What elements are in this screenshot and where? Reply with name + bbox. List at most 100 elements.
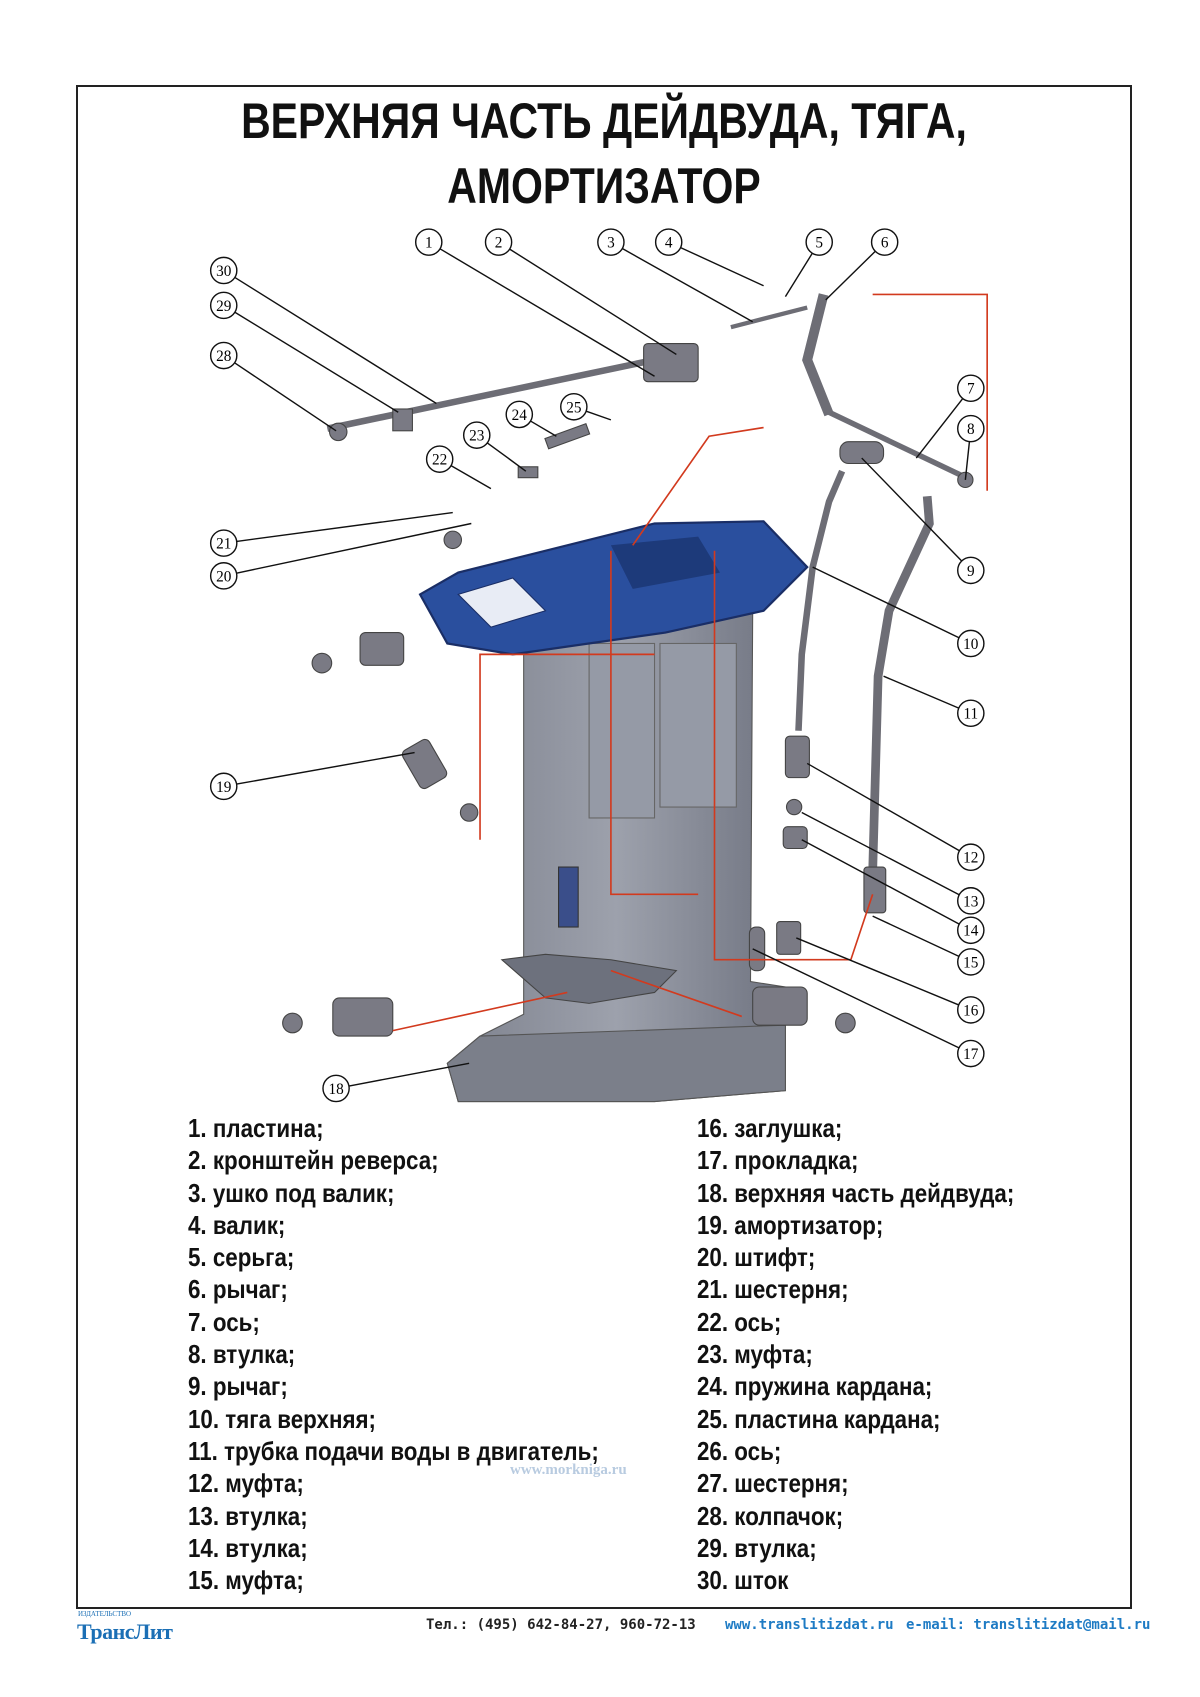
callout-24: 24	[505, 400, 557, 437]
leader-line	[801, 811, 960, 896]
legend-item: 15. муфта;	[188, 1565, 304, 1596]
callout-number: 19	[216, 779, 231, 796]
legend-item: 18. верхняя часть дейдвуда;	[697, 1177, 1015, 1208]
callout-circle	[209, 562, 238, 590]
leader-line	[585, 410, 612, 421]
legend-item: 4. валик;	[188, 1209, 286, 1240]
callout-4: 4	[654, 228, 764, 287]
legend-item: 25. пластина кардана;	[697, 1403, 941, 1434]
callout-7: 7	[915, 374, 985, 459]
leader-line	[812, 566, 960, 639]
callout-number: 1	[425, 235, 433, 252]
callout-number: 8	[967, 421, 975, 438]
callout-circle	[805, 228, 834, 256]
legend-item: 11. трубка подачи воды в двигатель;	[188, 1435, 599, 1466]
publisher-caption: ИЗДАТЕЛЬСТВО	[78, 1610, 132, 1618]
leader-line	[872, 915, 960, 958]
callout-number: 13	[963, 893, 979, 910]
deadwood-upper-part	[446, 610, 786, 1103]
callout-25: 25	[560, 393, 612, 421]
callout-circle	[414, 228, 443, 256]
legend-item: 29. втулка;	[697, 1532, 817, 1563]
leader-line	[234, 276, 437, 405]
leader-line	[801, 839, 960, 925]
leader-line	[509, 248, 677, 356]
callout-22: 22	[425, 445, 492, 490]
rods	[326, 293, 972, 873]
footer-email[interactable]: e-mail: translitizdat@mail.ru	[906, 1617, 1151, 1633]
poster-frame	[76, 85, 1132, 1609]
callout-circle	[425, 445, 454, 473]
callout-circle	[209, 256, 238, 285]
callout-number: 20	[216, 568, 232, 585]
callout-3: 3	[597, 228, 754, 323]
legend-item: 5. серьга;	[188, 1242, 295, 1273]
watermark: www.morkniga.ru	[510, 1462, 627, 1478]
callout-number: 5	[815, 235, 823, 252]
callout-19: 19	[209, 751, 415, 801]
callout-10: 10	[812, 566, 985, 658]
callout-circle	[209, 291, 238, 320]
legend-item: 13. втулка;	[188, 1500, 308, 1531]
callout-20: 20	[209, 522, 472, 590]
callout-circle	[957, 843, 985, 872]
callout-11: 11	[883, 675, 985, 728]
callout-circle	[957, 1039, 985, 1068]
footer-phone: Тел.: (495) 642-84-27, 960-72-13	[426, 1617, 696, 1633]
callout-number: 3	[607, 235, 615, 252]
legend-item: 20. штифт;	[697, 1242, 816, 1273]
footer-website[interactable]: www.translitizdat.ru	[725, 1617, 894, 1633]
leader-line	[680, 246, 764, 287]
callout-28: 28	[209, 341, 337, 432]
leader-line	[234, 311, 399, 413]
callout-number: 30	[216, 263, 232, 280]
leader-line	[439, 248, 655, 377]
leader-line	[486, 442, 527, 472]
callout-number: 10	[963, 636, 979, 653]
callout-circle	[209, 529, 238, 557]
callout-circle	[462, 421, 491, 449]
callout-15: 15	[872, 915, 985, 976]
legend-item: 19. амортизатор;	[697, 1209, 884, 1240]
callout-circle	[597, 228, 625, 256]
callout-number: 12	[963, 850, 978, 867]
callout-circle	[505, 400, 534, 429]
callout-circle	[957, 374, 985, 403]
callout-number: 28	[216, 348, 232, 365]
callout-23: 23	[462, 421, 527, 472]
legend-item: 14. втулка;	[188, 1532, 308, 1563]
legend-item: 30. шток	[697, 1565, 789, 1596]
leader-line	[825, 250, 876, 301]
callout-9: 9	[861, 457, 985, 585]
callout-number: 18	[328, 1081, 344, 1098]
flange-blue	[418, 520, 809, 656]
callout-circle	[322, 1074, 350, 1103]
callout-1: 1	[414, 228, 655, 377]
callout-circle	[957, 699, 985, 728]
callout-circle	[957, 414, 985, 443]
callout-6: 6	[825, 228, 899, 301]
callout-16: 16	[796, 937, 985, 1024]
leader-line	[883, 675, 960, 709]
legend-item: 10. тяга верхняя;	[188, 1403, 376, 1434]
leader-line	[236, 511, 453, 543]
callout-18: 18	[322, 1062, 470, 1103]
leader-line	[861, 457, 963, 562]
callout-number: 21	[216, 536, 231, 553]
callout-number: 6	[881, 235, 889, 252]
callout-21: 21	[209, 511, 453, 557]
callout-number: 24	[512, 407, 528, 424]
callout-number: 17	[963, 1046, 979, 1063]
leader-line	[752, 948, 960, 1049]
callout-number: 22	[432, 452, 447, 469]
legend-item: 26. ось;	[697, 1435, 782, 1466]
leader-line	[806, 762, 960, 852]
callout-number: 29	[216, 298, 231, 315]
legend-item: 7. ось;	[188, 1306, 260, 1337]
leader-line	[348, 1062, 470, 1087]
callout-circle	[957, 629, 985, 658]
title-line-1: ВЕРХНЯЯ ЧАСТЬ ДЕЙДВУДА, ТЯГА,	[241, 93, 967, 149]
callout-29: 29	[209, 291, 399, 413]
legend-item: 6. рычаг;	[188, 1274, 288, 1305]
